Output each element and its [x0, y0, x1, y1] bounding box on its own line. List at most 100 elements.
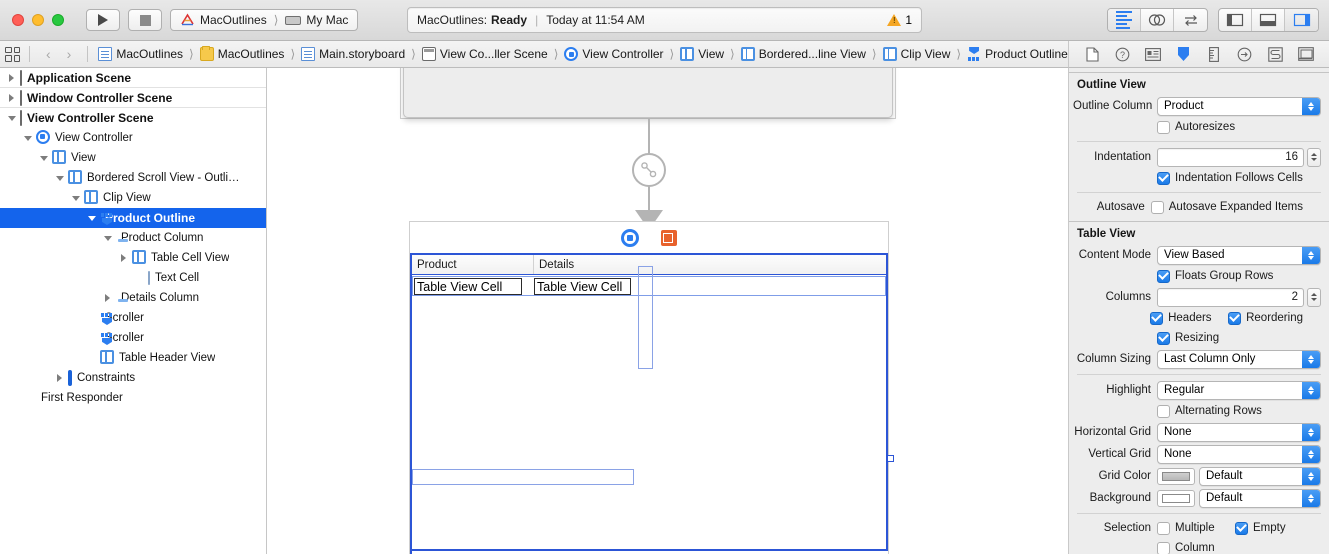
disclosure-triangle[interactable]	[54, 175, 65, 181]
outline-row-window-controller-scene[interactable]: Window Controller Scene	[0, 88, 266, 108]
breadcrumb-item-product-outline[interactable]: Product Outline	[964, 47, 1071, 61]
assistant-editor-button[interactable]	[1141, 9, 1174, 31]
breadcrumb-item-folder[interactable]: MacOutlines	[197, 46, 288, 61]
table-view-cell-product[interactable]: Table View Cell	[414, 278, 522, 295]
bindings-inspector-icon[interactable]	[1266, 45, 1284, 63]
popup-button-outline-column[interactable]: Product	[1157, 96, 1321, 116]
color-well[interactable]	[1157, 489, 1195, 507]
editor-mode-segmented-control[interactable]	[1107, 8, 1208, 32]
outline-row-product-column[interactable]: Product Column	[0, 228, 266, 248]
disclosure-triangle[interactable]	[118, 254, 129, 262]
identity-inspector-icon[interactable]	[1144, 45, 1162, 63]
popup-button-vertical-grid[interactable]: None	[1157, 444, 1321, 464]
outline-row-bordered-scroll-view-outli[interactable]: Bordered Scroll View - Outli…	[0, 168, 266, 188]
checkbox-alternating-rows[interactable]: Alternating Rows	[1157, 404, 1262, 418]
checkbox-resizing[interactable]: Resizing	[1157, 331, 1219, 345]
table-header-view[interactable]: Product Details	[412, 255, 886, 275]
outline-row-application-scene[interactable]: Application Scene	[0, 68, 266, 88]
disclosure-triangle[interactable]	[6, 94, 17, 102]
run-button[interactable]	[86, 9, 120, 31]
standard-editor-button[interactable]	[1108, 9, 1141, 31]
segue-relationship-icon[interactable]	[632, 153, 666, 187]
file-inspector-icon[interactable]	[1083, 45, 1101, 63]
storyboard-canvas[interactable]: Product Details Table View Cell Table Vi…	[268, 68, 1068, 554]
breadcrumb-item-view-controller[interactable]: View Controller	[561, 47, 666, 61]
outline-row-clip-view[interactable]: Clip View	[0, 188, 266, 208]
disclosure-triangle[interactable]	[38, 155, 49, 161]
checkbox-reordering[interactable]: Reordering	[1228, 311, 1303, 325]
checkbox-box[interactable]	[1228, 311, 1242, 325]
checkbox-box[interactable]	[1157, 331, 1170, 345]
checkbox-box[interactable]	[1157, 171, 1170, 185]
checkbox-autosave-expanded-items[interactable]: Autosave Expanded Items	[1150, 200, 1303, 214]
checkbox-autoresizes[interactable]: Autoresizes	[1157, 120, 1235, 134]
disclosure-triangle[interactable]	[6, 74, 17, 82]
related-items-icon[interactable]	[5, 46, 20, 62]
disclosure-triangle[interactable]	[86, 215, 97, 221]
attributes-inspector-icon[interactable]	[1175, 45, 1193, 63]
toggle-debug-area-button[interactable]	[1252, 9, 1285, 31]
toggle-navigator-button[interactable]	[1219, 9, 1252, 31]
view-controller-placeholder-icon[interactable]	[621, 228, 639, 247]
scheme-selector[interactable]: MacOutlines ⟩ My Mac	[170, 9, 359, 31]
window-controller-scene[interactable]	[403, 68, 893, 118]
checkbox-box[interactable]	[1150, 200, 1164, 214]
outline-row-view-controller-scene[interactable]: View Controller Scene	[0, 108, 266, 128]
resize-handle-right-middle[interactable]	[887, 455, 894, 462]
popup-button-highlight[interactable]: Regular	[1157, 380, 1321, 400]
checkbox-box[interactable]	[1157, 404, 1170, 418]
outline-row-table-header-view[interactable]: Table Header View	[0, 348, 266, 368]
checkbox-box[interactable]	[1157, 541, 1170, 554]
checkbox-indentation-follows-cells[interactable]: Indentation Follows Cells	[1157, 171, 1303, 185]
popup-button-column-sizing[interactable]: Last Column Only	[1157, 349, 1321, 369]
checkbox-box[interactable]	[1150, 311, 1164, 325]
checkbox-box[interactable]	[1235, 521, 1248, 535]
breadcrumb-item-clip-view[interactable]: Clip View	[880, 47, 954, 61]
popup-button-horizontal-grid[interactable]: None	[1157, 422, 1321, 442]
first-responder-placeholder-icon[interactable]	[661, 229, 677, 246]
checkbox-floats-group-rows[interactable]: Floats Group Rows	[1157, 269, 1273, 283]
disclosure-triangle[interactable]	[102, 294, 113, 302]
checkbox-headers[interactable]: Headers	[1150, 311, 1228, 325]
outline-row-view-controller[interactable]: View Controller	[0, 128, 266, 148]
outline-row-product-outline[interactable]: Product Outline	[0, 208, 266, 228]
disclosure-triangle[interactable]	[102, 235, 113, 241]
breadcrumb-item-storyboard[interactable]: Main.storyboard	[298, 47, 408, 61]
breadcrumb-item-project[interactable]: MacOutlines	[95, 47, 186, 61]
outline-row-text-cell[interactable]: Text Cell	[0, 268, 266, 288]
close-window-button[interactable]	[12, 14, 24, 26]
checkbox-empty[interactable]: Empty	[1235, 521, 1286, 535]
outline-row-view[interactable]: View	[0, 148, 266, 168]
number-field-columns[interactable]: 2	[1157, 287, 1304, 307]
color-popup-button[interactable]: Default	[1199, 466, 1321, 486]
zoom-window-button[interactable]	[52, 14, 64, 26]
checkbox-box[interactable]	[1157, 521, 1170, 535]
outline-row-constraints[interactable]: Constraints	[0, 368, 266, 388]
stepper-control[interactable]	[1307, 287, 1321, 307]
column-header-details[interactable]: Details	[539, 258, 575, 271]
view-controller-scene-canvas[interactable]: Product Details Table View Cell Table Vi…	[409, 221, 894, 554]
disclosure-triangle[interactable]	[6, 115, 17, 121]
outline-row-first-responder[interactable]: First Responder	[0, 388, 266, 408]
column-header-product[interactable]: Product	[412, 255, 534, 274]
outline-row-details-column[interactable]: Details Column	[0, 288, 266, 308]
disclosure-triangle[interactable]	[70, 195, 81, 201]
toggle-utilities-button[interactable]	[1285, 9, 1318, 31]
go-forward-button[interactable]: ›	[66, 46, 72, 62]
connections-inspector-icon[interactable]	[1236, 45, 1254, 63]
outline-view-selected-frame[interactable]: Product Details Table View Cell Table Vi…	[410, 253, 888, 551]
color-popup-button[interactable]: Default	[1199, 488, 1321, 508]
outline-row-scroller[interactable]: Scroller	[0, 328, 266, 348]
stop-button[interactable]	[128, 9, 162, 31]
checkbox-multiple[interactable]: Multiple	[1157, 521, 1235, 535]
checkbox-column[interactable]: Column	[1157, 541, 1215, 554]
breadcrumb-item-scene[interactable]: View Co...ller Scene	[419, 47, 551, 61]
minimize-window-button[interactable]	[32, 14, 44, 26]
version-editor-button[interactable]	[1174, 9, 1207, 31]
stepper-control[interactable]	[1307, 147, 1321, 167]
view-toggle-segmented-control[interactable]	[1218, 8, 1319, 32]
breadcrumb-item-scroll-view[interactable]: Bordered...line View	[738, 47, 869, 61]
table-view-cell-details[interactable]: Table View Cell	[534, 278, 631, 295]
